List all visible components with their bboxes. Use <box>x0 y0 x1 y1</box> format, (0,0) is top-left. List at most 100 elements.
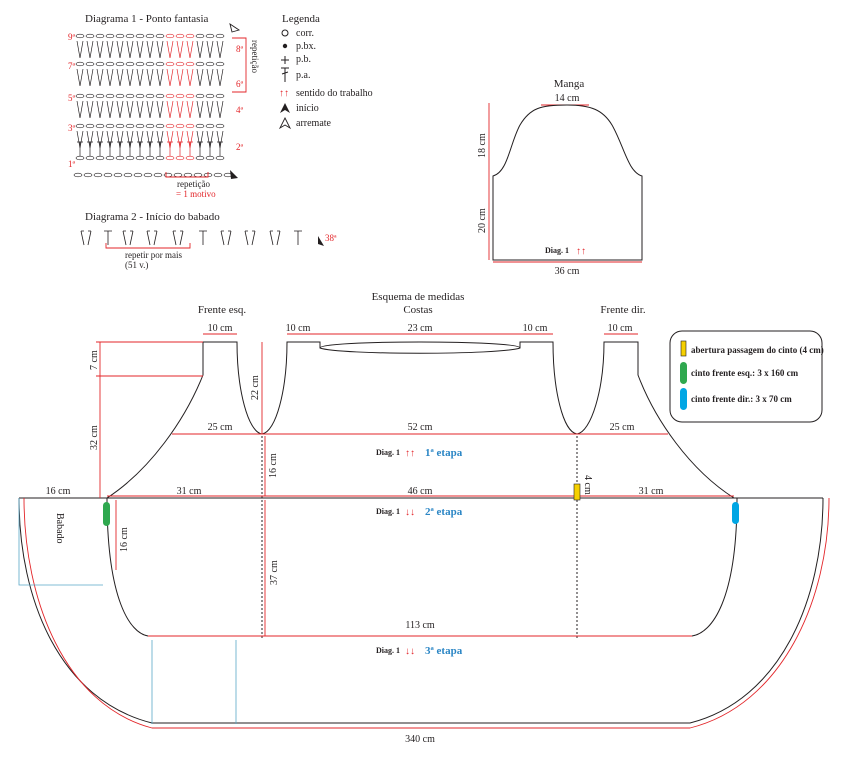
base-chain <box>123 172 133 178</box>
chain-stitch <box>155 155 165 161</box>
sleeve-body-measure: 20 cm <box>477 208 488 233</box>
dc-stitch <box>107 141 113 156</box>
arm-22-measure: 22 cm <box>250 375 261 400</box>
dc-stitch <box>176 100 184 119</box>
sleeve-diagram: Manga 14 cm 18 cm 20 cm 36 cm Diag. 1 ↑↑ <box>477 78 643 277</box>
ruffle-inner-outline <box>106 497 738 637</box>
chain-stitch <box>215 61 225 67</box>
chain-stitch <box>95 123 105 129</box>
belt-key-box: abertura passagem do cinto (4 cm) cinto … <box>669 330 824 423</box>
chain-stitch <box>75 61 85 67</box>
dc-stitch <box>177 141 183 156</box>
dc-stitch <box>137 141 143 156</box>
stage-3-diag: Diag. 1 <box>376 646 400 655</box>
chain-stitch <box>95 93 105 99</box>
base-chain <box>193 172 203 178</box>
chain-stitch <box>85 123 95 129</box>
chain-stitch <box>205 61 215 67</box>
repeat-side-label: repetição <box>250 40 260 73</box>
chain-stitch <box>195 155 205 161</box>
stage-2-label: 2ª etapa <box>425 506 463 518</box>
base-chain <box>143 172 153 178</box>
tall-t-icon <box>281 67 289 82</box>
width-16-left-measure: 16 cm <box>46 486 71 497</box>
dc-stitch <box>207 141 213 156</box>
legend-start: início <box>296 103 319 114</box>
shoulder-r-measure: 10 cm <box>608 323 633 334</box>
chain-stitch <box>175 61 185 67</box>
chain-stitch <box>145 33 155 39</box>
dc-stitch <box>146 100 154 119</box>
dc-stitch <box>166 100 174 119</box>
chain-stitch <box>135 123 145 129</box>
h-16-mid-measure: 16 cm <box>268 453 279 478</box>
dc-stitch <box>166 68 174 87</box>
dc-stitch <box>126 100 134 119</box>
chain-stitch <box>115 123 125 129</box>
d2-arrow-icon <box>318 236 324 246</box>
legend-pbx: p.bx. <box>296 41 316 52</box>
stage-3-label: 3ª etapa <box>425 645 463 657</box>
repeat-bracket-bottom <box>165 172 209 178</box>
chain-stitch <box>155 61 165 67</box>
finish-arrow-icon <box>229 22 241 33</box>
chain-stitch <box>105 155 115 161</box>
stage-3-arrows: ↓↓ <box>405 646 415 657</box>
measurement-scheme: Esquema de medidas Costas Frente esq. Fr… <box>18 291 830 745</box>
chain-stitch <box>145 61 155 67</box>
chain-stitch <box>105 123 115 129</box>
chain-stitch <box>205 33 215 39</box>
sleeve-title: Manga <box>554 78 585 90</box>
diagram-2: Diagrama 2 - Início do babado repetir po… <box>80 211 337 270</box>
dc-stitch <box>136 100 144 119</box>
plus-icon <box>281 56 289 64</box>
base-chain <box>93 172 103 178</box>
d2-stitch <box>122 230 134 246</box>
belt-right-marker <box>732 502 739 524</box>
front-left-label: Frente esq. <box>198 304 247 316</box>
row-label-8: 8ª <box>236 44 244 54</box>
diagram-2-title: Diagrama 2 - Início do babado <box>85 211 220 223</box>
dc-stitch <box>116 100 124 119</box>
key-cyan-swatch <box>680 388 687 410</box>
dc-stitch <box>176 40 184 59</box>
width-25-l-measure: 25 cm <box>208 422 233 433</box>
dc-stitch <box>206 40 214 59</box>
repeat-bracket-side <box>232 37 247 93</box>
chain-stitch <box>115 61 125 67</box>
dc-stitch <box>146 40 154 59</box>
dc-stitch <box>196 40 204 59</box>
chain-stitch <box>105 33 115 39</box>
dc-stitch <box>216 68 224 87</box>
chain-stitch <box>195 61 205 67</box>
base-chain <box>133 172 143 178</box>
base-chain <box>163 172 173 178</box>
key-green-label: cinto frente esq.: 3 x 160 cm <box>691 368 799 378</box>
chain-stitch <box>145 123 155 129</box>
chain-stitch <box>165 93 175 99</box>
dc-stitch <box>106 100 114 119</box>
d2-stitch <box>172 230 184 246</box>
chain-stitch <box>115 155 125 161</box>
chain-stitch <box>155 123 165 129</box>
dc-stitch <box>186 40 194 59</box>
chain-stitch <box>75 93 85 99</box>
chain-stitch <box>205 93 215 99</box>
chain-stitch <box>185 61 195 67</box>
chain-stitch <box>85 155 95 161</box>
babado-label: Babado <box>54 513 65 544</box>
chain-stitch <box>175 155 185 161</box>
dc-stitch <box>77 141 83 156</box>
dc-stitch <box>187 141 193 156</box>
d2-stitch <box>220 230 232 246</box>
d2-stitch <box>146 230 158 246</box>
chain-stitch <box>125 155 135 161</box>
dc-stitch <box>86 100 94 119</box>
dc-stitch <box>136 40 144 59</box>
dc-stitch <box>96 40 104 59</box>
sleeve-cap-measure: 18 cm <box>477 133 488 158</box>
stage-1-arrows: ↑↑ <box>405 448 415 459</box>
row-label-7: 7ª <box>68 61 76 71</box>
back-neck-curve <box>319 341 521 349</box>
